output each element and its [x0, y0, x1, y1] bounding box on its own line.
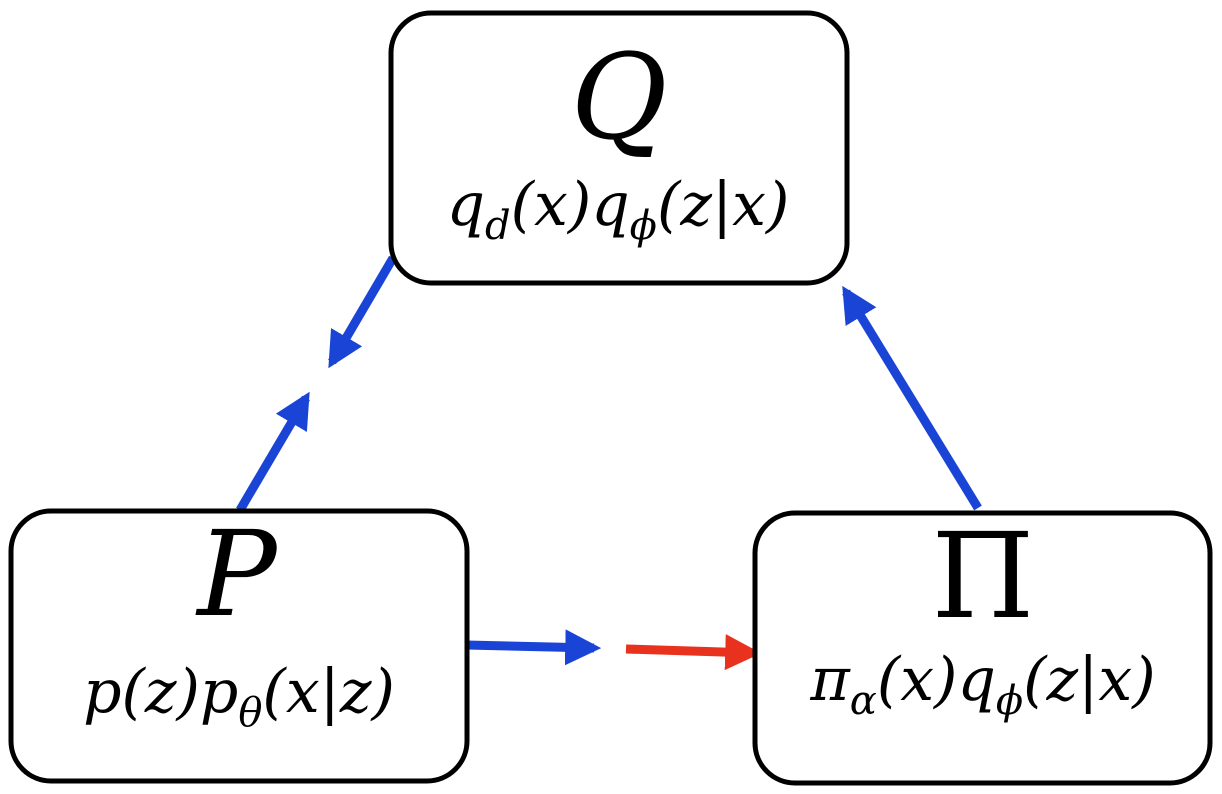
node-p-formula: p(z)pθ(x|z) — [83, 657, 395, 736]
arrow-p-to-mid-bottom — [465, 629, 602, 666]
arrow-mid-bottom-to-pi — [625, 634, 762, 671]
node-pi-formula: πα(x)qϕ(z|x) — [809, 645, 1155, 724]
arrow-pi-to-q — [842, 285, 982, 511]
node-q-formula: qd(x)qϕ(z|x) — [447, 170, 790, 249]
node-p: P p(z)pθ(x|z) — [8, 505, 470, 784]
node-pi: Π πα(x)qϕ(z|x) — [752, 507, 1213, 786]
arrow-q-to-mid-left — [328, 255, 397, 369]
node-p-symbol: P — [195, 505, 279, 643]
arrow-p-to-mid-left — [236, 391, 310, 513]
node-q: Q qd(x)qϕ(z|x) — [388, 10, 850, 286]
node-pi-symbol: Π — [932, 507, 1035, 645]
node-q-symbol: Q — [571, 28, 668, 166]
